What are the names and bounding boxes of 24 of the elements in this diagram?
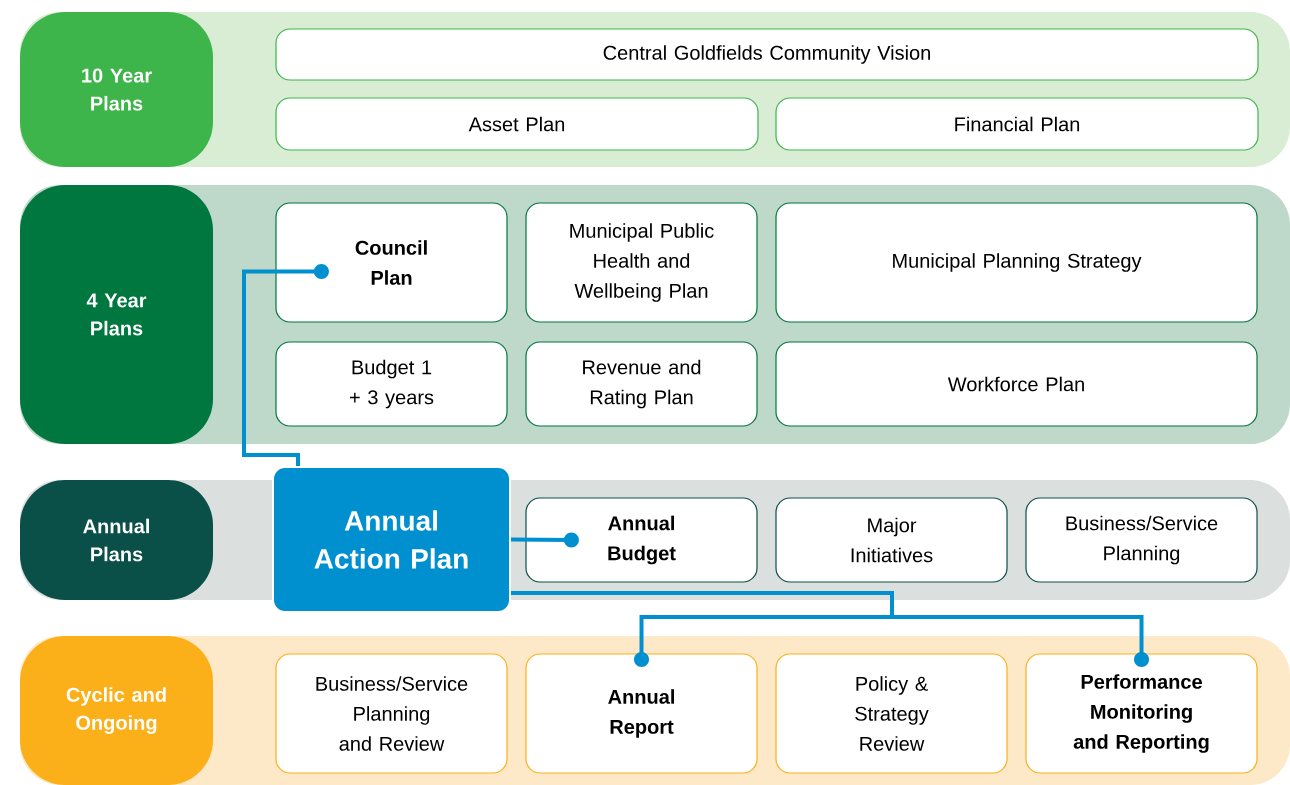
action-plan-box: Annual Action Plan [272, 466, 511, 613]
plan-box: Asset Plan [275, 97, 759, 151]
connector [242, 264, 329, 466]
plan-box: Annual Report [525, 653, 758, 774]
category-pill: 10 Year Plans [20, 12, 213, 167]
plan-box: Policy & Strategy Review [775, 653, 1008, 774]
plan-box: Performance Monitoring and Reporting [1025, 653, 1258, 774]
plan-box: Business/Service Planning and Review [275, 653, 508, 774]
category-pill: Annual Plans [20, 480, 213, 600]
plan-box: Financial Plan [775, 97, 1259, 151]
plan-box: Annual Budget [525, 497, 758, 583]
connector [511, 591, 1149, 667]
plan-box: Workforce Plan [775, 341, 1258, 427]
plan-box: Business/Service Planning [1025, 497, 1258, 583]
category-pill: 4 Year Plans [20, 185, 213, 444]
plan-box: Central Goldfields Community Vision [275, 28, 1259, 81]
plan-box: Budget 1 + 3 years [275, 341, 508, 427]
plan-box: Major Initiatives [775, 497, 1008, 583]
plan-box: Council Plan [275, 202, 508, 323]
connector [511, 532, 579, 548]
plan-box: Municipal Public Health and Wellbeing Plan [525, 202, 758, 323]
plan-box: Revenue and Rating Plan [525, 341, 758, 427]
category-pill: Cyclic and Ongoing [20, 636, 213, 785]
plan-box: Municipal Planning Strategy [775, 202, 1258, 323]
